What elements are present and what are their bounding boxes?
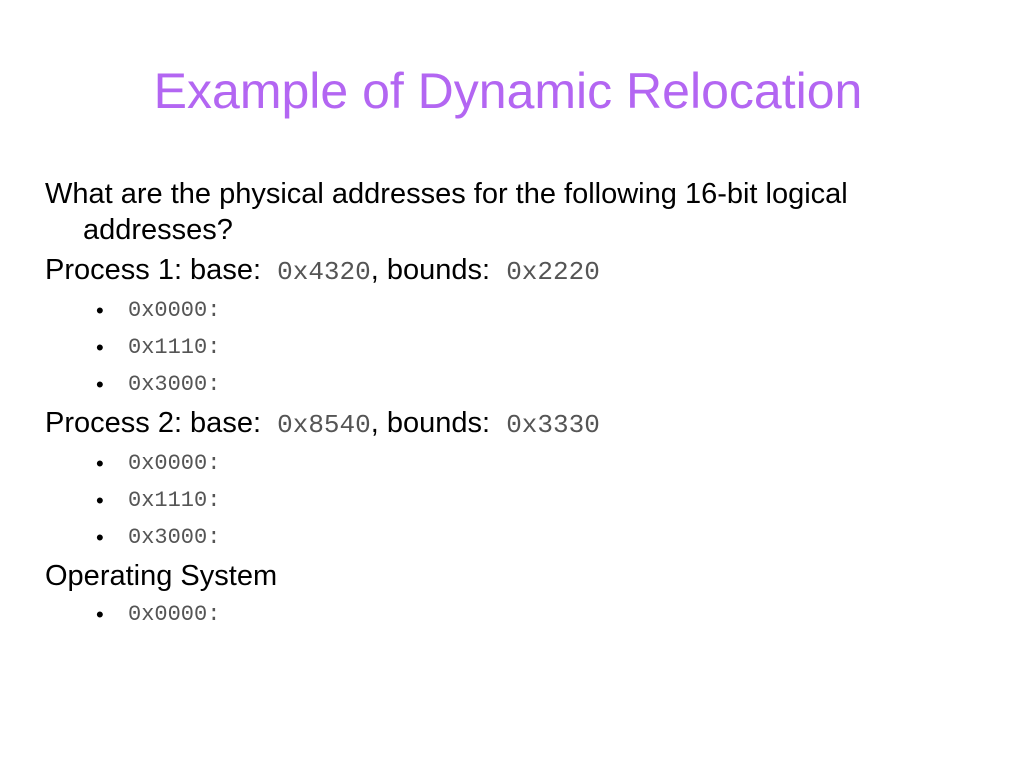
list-item: • 0x0000: bbox=[45, 295, 985, 327]
process2-bounds-label: , bounds: bbox=[370, 407, 491, 439]
process1-label: Process 1: base: bbox=[45, 254, 261, 286]
bullet-icon: • bbox=[96, 602, 104, 627]
process2-bounds: 0x3330 bbox=[506, 410, 600, 440]
os-address: 0x0000: bbox=[128, 602, 221, 627]
process1-address: 0x0000: bbox=[128, 298, 221, 323]
slide-title: Example of Dynamic Relocation bbox=[153, 63, 863, 119]
process2-label: Process 2: base: bbox=[45, 407, 261, 439]
process2-address: 0x1110: bbox=[128, 488, 221, 513]
process2-address: 0x3000: bbox=[128, 525, 221, 550]
process1-address: 0x3000: bbox=[128, 372, 221, 397]
list-item: • 0x1110: bbox=[45, 332, 985, 364]
process1-base: 0x4320 bbox=[277, 257, 371, 287]
process1-bounds-label: , bounds: bbox=[370, 254, 491, 286]
list-item: • 0x0000: bbox=[45, 599, 985, 631]
process1-address: 0x1110: bbox=[128, 335, 221, 360]
process1-bounds: 0x2220 bbox=[506, 257, 600, 287]
process2-line: Process 2: base: 0x8540, bounds: 0x3330 bbox=[45, 405, 985, 443]
bullet-icon: • bbox=[96, 525, 104, 550]
process2-address: 0x0000: bbox=[128, 451, 221, 476]
list-item: • 0x3000: bbox=[45, 369, 985, 401]
list-item: • 0x1110: bbox=[45, 485, 985, 517]
list-item: • 0x0000: bbox=[45, 448, 985, 480]
bullet-icon: • bbox=[96, 488, 104, 513]
slide-body: What are the physical addresses for the … bbox=[45, 176, 985, 631]
bullet-icon: • bbox=[96, 298, 104, 323]
question-text: What are the physical addresses for the … bbox=[45, 178, 848, 246]
process2-base: 0x8540 bbox=[277, 410, 371, 440]
bullet-icon: • bbox=[96, 372, 104, 397]
list-item: • 0x3000: bbox=[45, 522, 985, 554]
bullet-icon: • bbox=[96, 451, 104, 476]
os-line: Operating System bbox=[45, 560, 278, 592]
process1-line: Process 1: base: 0x4320, bounds: 0x2220 bbox=[45, 252, 985, 290]
bullet-icon: • bbox=[96, 335, 104, 360]
